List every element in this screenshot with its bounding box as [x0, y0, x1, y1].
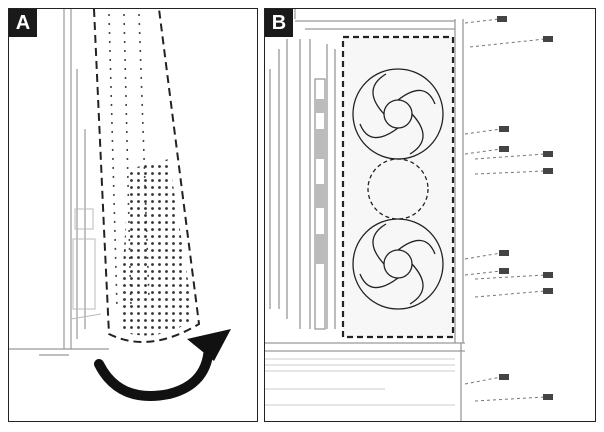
screw-icon	[543, 151, 553, 157]
case-bottom-hatch	[265, 358, 455, 406]
screw-icon	[543, 288, 553, 294]
panel-b: B	[264, 8, 596, 422]
case-top	[294, 9, 455, 30]
mounting-slots	[316, 99, 324, 264]
screw-icon	[499, 146, 509, 152]
panel-a: A	[8, 8, 258, 422]
case-rails	[269, 39, 336, 330]
curved-arrow-icon	[94, 329, 231, 401]
screw-icon	[543, 272, 553, 278]
panel-b-label: B	[265, 9, 293, 37]
screw-icon	[499, 268, 509, 274]
case-frame	[9, 9, 109, 356]
screw-icon	[499, 250, 509, 256]
case-side-panel	[265, 19, 465, 421]
screw-icon	[497, 16, 507, 22]
panel-a-label: A	[9, 9, 37, 37]
mounting-screws	[464, 16, 553, 402]
screw-icon	[499, 374, 509, 380]
filter-mesh	[119, 159, 194, 336]
screw-icon	[543, 394, 553, 400]
screw-icon	[543, 168, 553, 174]
case-interior	[70, 208, 102, 320]
panel-b-illustration	[265, 9, 553, 421]
screw-icon	[543, 36, 553, 42]
front-fan	[341, 35, 455, 339]
screw-icon	[499, 126, 509, 132]
panel-a-illustration	[9, 9, 231, 401]
